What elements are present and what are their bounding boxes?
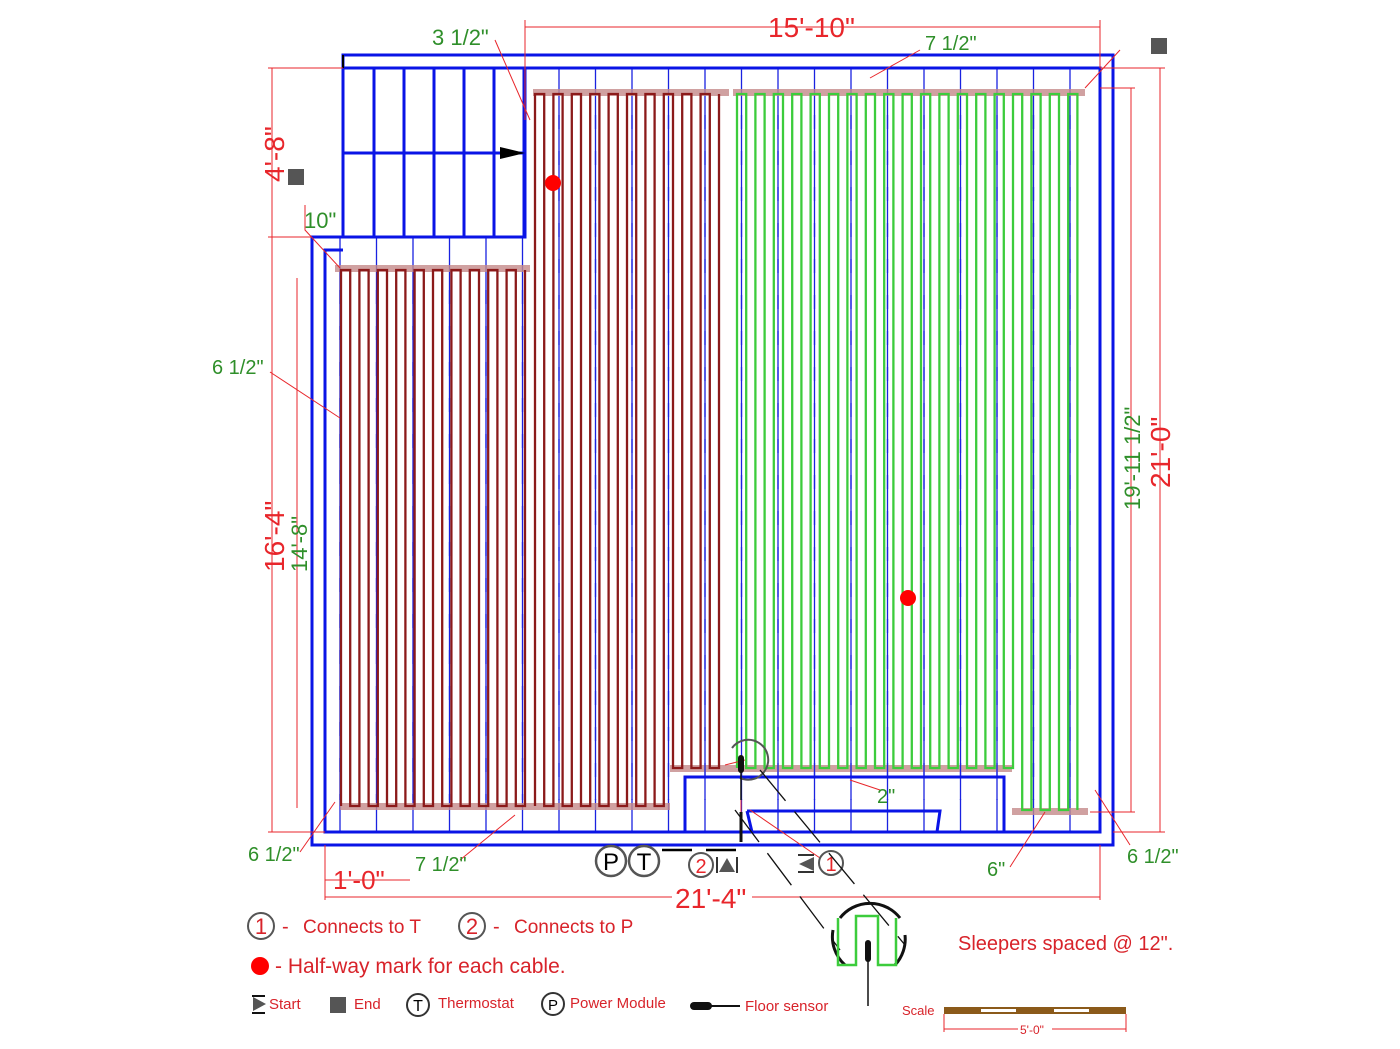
end-marker-icon [288,169,304,185]
stair-treads [372,68,526,237]
dim-left-upper: 4'-8" [259,126,290,182]
dim-top-overall: 15'-10" [768,12,855,43]
end-icon [330,997,346,1013]
dim-bottom-mid-offset: 7 1/2" [415,854,467,876]
dim-bench-gap: 2" [877,786,895,808]
end-marker-icon [1151,38,1167,54]
legend-floor-sensor: Floor sensor [745,998,828,1015]
legend-conn1-symbol: 1 [255,914,267,939]
power-module-device: P [594,844,628,878]
legend-dash: - [282,916,289,938]
halfway-mark-red-cable [545,175,561,191]
dim-bottom-left-offset: 6 1/2" [248,844,300,866]
connection-2-label: 2 [695,856,706,878]
dim-left-side-offset: 6 1/2" [212,357,264,379]
cable-end-strips [335,89,1088,815]
walls [310,53,1115,847]
legend-thermostat-symbol: T [413,998,423,1015]
cable-end-strip [335,265,530,272]
scale-length: 5'-0" [1020,1023,1044,1037]
legend-start: Start [269,996,302,1013]
legend-power-symbol: P [548,997,558,1014]
legend-conn2-text: Connects to P [514,917,633,938]
floor-sensor-icon [690,1002,712,1010]
power-module-icon [541,992,565,1016]
scale-bar: Scale 5'-0" [902,1003,1127,1037]
legend-dash: - [493,916,500,938]
dim-bottom-right-offset: 6 1/2" [1127,846,1179,868]
dim-left-cable-length: 14'-8" [287,516,312,572]
red-cable-right [533,92,721,808]
scale-label: Scale [902,1003,935,1018]
dim-top-left-offset: 3 1/2" [432,25,489,50]
stair-arrow-icon [500,147,525,159]
thermostat-icon [406,993,430,1017]
legend-thermostat: Thermostat [438,995,515,1012]
dim-left-step: 10" [304,208,336,233]
connection-2-marker: 2 [688,852,738,878]
connection-1-label: 1 [825,854,836,876]
floor-sensor-detail [830,901,907,1006]
dimension-lines [268,20,1165,900]
dim-right-cable-length: 19'-11 1/2" [1120,407,1145,510]
dim-bottom-left-sleeper: 1'-0" [333,865,385,895]
dim-top-right-offset: 7 1/2" [925,33,977,55]
power-module-label: P [603,849,619,876]
legend-end: End [354,996,381,1013]
floor-sensor [731,738,906,951]
red-cable-left [339,268,527,808]
legend-halfway-text: - Half-way mark for each cable. [275,955,566,978]
legend-conn2-symbol: 2 [466,914,478,939]
dim-right-overall: 21'-0" [1145,417,1176,488]
heating-cables [339,92,1079,812]
legend: 1 - Connects to T 2 - Connects to P - Ha… [247,912,828,1017]
start-arrow-icon [719,858,735,872]
halfway-mark-icon [251,957,269,975]
legend-conn1-text: Connects to T [303,917,421,938]
start-arrow-icon [799,857,814,871]
dim-left-overall: 16'-4" [259,501,290,572]
thermostat-device: T [627,844,661,878]
sleeper-note: Sleepers spaced @ 12". [958,933,1173,955]
connection-1-marker: 1 [798,850,844,876]
cable-end-strip [733,89,1085,96]
thermostat-label: T [637,849,652,876]
dim-bottom-overall: 21'-4" [675,883,746,914]
legend-power-module: Power Module [570,995,666,1012]
cable-end-strip [1012,808,1088,815]
dim-bottom-right-gap: 6" [987,859,1005,881]
start-icon [253,997,266,1011]
cable-end-strip [533,89,729,96]
green-cable [735,92,1079,812]
halfway-mark-green-cable [900,590,916,606]
